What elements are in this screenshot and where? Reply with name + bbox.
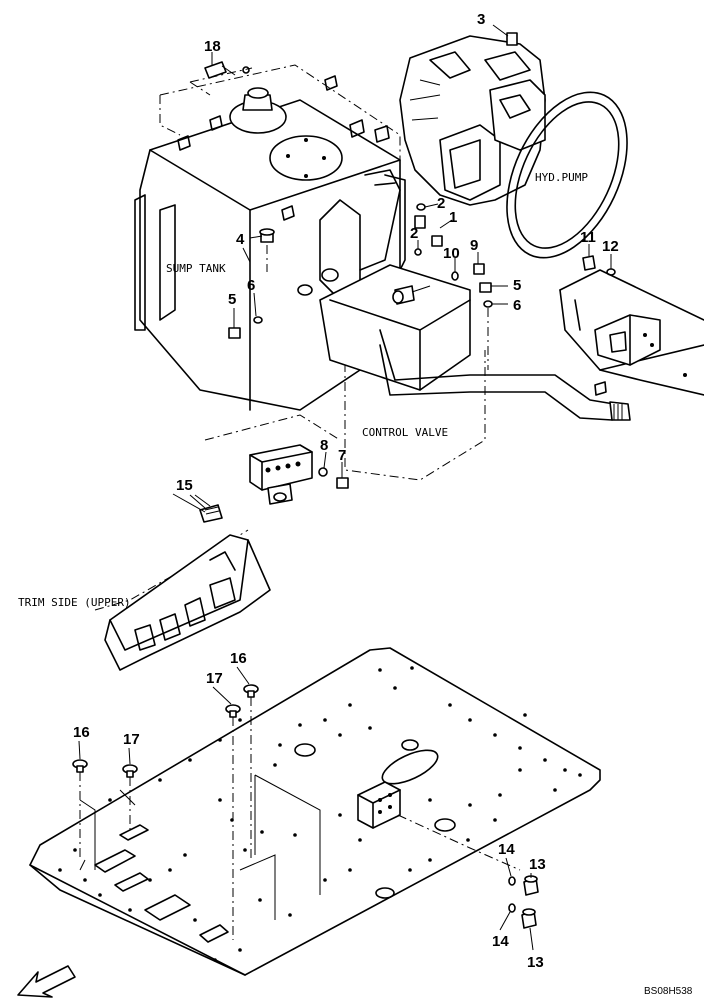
callout-17-left: 17 <box>123 731 140 748</box>
callout-17-right: 17 <box>206 670 223 687</box>
part-1-fitting <box>414 215 453 247</box>
sump-tank-label: SUMP TANK <box>166 262 226 275</box>
part-3-bolt <box>492 24 518 46</box>
trim-side-label: TRIM SIDE (UPPER) <box>18 596 131 609</box>
callout-leaders <box>78 247 534 951</box>
callout-3: 3 <box>477 11 485 28</box>
part-13-plug-upper <box>523 875 539 896</box>
part-14-oring-lower <box>508 903 516 913</box>
callout-2-upper: 2 <box>437 195 445 212</box>
part-6-oring-right <box>483 300 508 370</box>
floor-plate <box>29 647 601 976</box>
callout-12: 12 <box>602 238 619 255</box>
part-5-plug-right <box>479 282 508 293</box>
callout-8: 8 <box>320 437 328 454</box>
part-14-oring-upper <box>508 876 516 886</box>
part-17-bolt-left <box>122 764 138 830</box>
floor-plate-holes <box>58 666 582 962</box>
drawing-code: BS08H538 <box>644 986 693 997</box>
part-6-oring-left <box>253 292 263 324</box>
callout-7: 7 <box>338 447 346 464</box>
callout-4: 4 <box>236 231 245 248</box>
part-10-oring <box>451 258 459 281</box>
callout-14-upper: 14 <box>498 841 515 858</box>
part-2-oring-upper <box>416 203 439 211</box>
part-9-plug <box>473 252 485 275</box>
control-valve-label: CONTROL VALVE <box>362 426 448 439</box>
part-13-plug-lower <box>521 908 537 929</box>
callout-13-upper: 13 <box>529 856 546 873</box>
right-frame <box>559 269 704 396</box>
callout-14-lower: 14 <box>492 933 509 950</box>
junction-block <box>204 414 341 505</box>
callout-18: 18 <box>204 38 221 55</box>
callout-15: 15 <box>176 477 193 494</box>
callout-1: 1 <box>449 209 457 226</box>
part-8-oring <box>318 451 328 477</box>
callout-16-left: 16 <box>73 724 90 741</box>
part-2-oring-lower <box>414 240 422 256</box>
callout-13-lower: 13 <box>527 954 544 971</box>
part-11-fitting <box>582 244 596 271</box>
part-16-bolt-right <box>243 684 259 860</box>
callout-numbers: 3 18 2 1 2 4 10 9 5 6 6 5 11 12 8 7 15 1… <box>73 11 619 971</box>
part-7-plug <box>336 462 349 489</box>
part-18-clamp <box>189 52 253 96</box>
callout-9: 9 <box>470 237 478 254</box>
callout-2-lower: 2 <box>410 225 418 242</box>
callout-6-right: 6 <box>513 297 521 314</box>
part-4-plug <box>249 228 275 272</box>
floor-manifold <box>357 781 521 871</box>
front-direction-arrow <box>17 965 76 998</box>
callout-5-right: 5 <box>513 277 521 294</box>
callout-11: 11 <box>580 229 596 246</box>
part-12-oring <box>606 254 616 276</box>
callout-6-left: 6 <box>247 277 255 294</box>
part-5-plug-left <box>228 308 241 339</box>
callout-5-left: 5 <box>228 291 236 308</box>
callout-10: 10 <box>443 245 460 262</box>
part-17-bolt-right <box>225 704 241 940</box>
control-valve: CONTROL VALVE <box>319 264 631 481</box>
part-16-bolt-left <box>72 759 88 860</box>
trim-side-upper: TRIM SIDE (UPPER) <box>18 494 271 671</box>
hyd-pump-label: HYD.PUMP <box>535 171 588 184</box>
callout-16-right: 16 <box>230 650 247 667</box>
hydraulic-pump: HYD.PUMP <box>399 35 628 259</box>
